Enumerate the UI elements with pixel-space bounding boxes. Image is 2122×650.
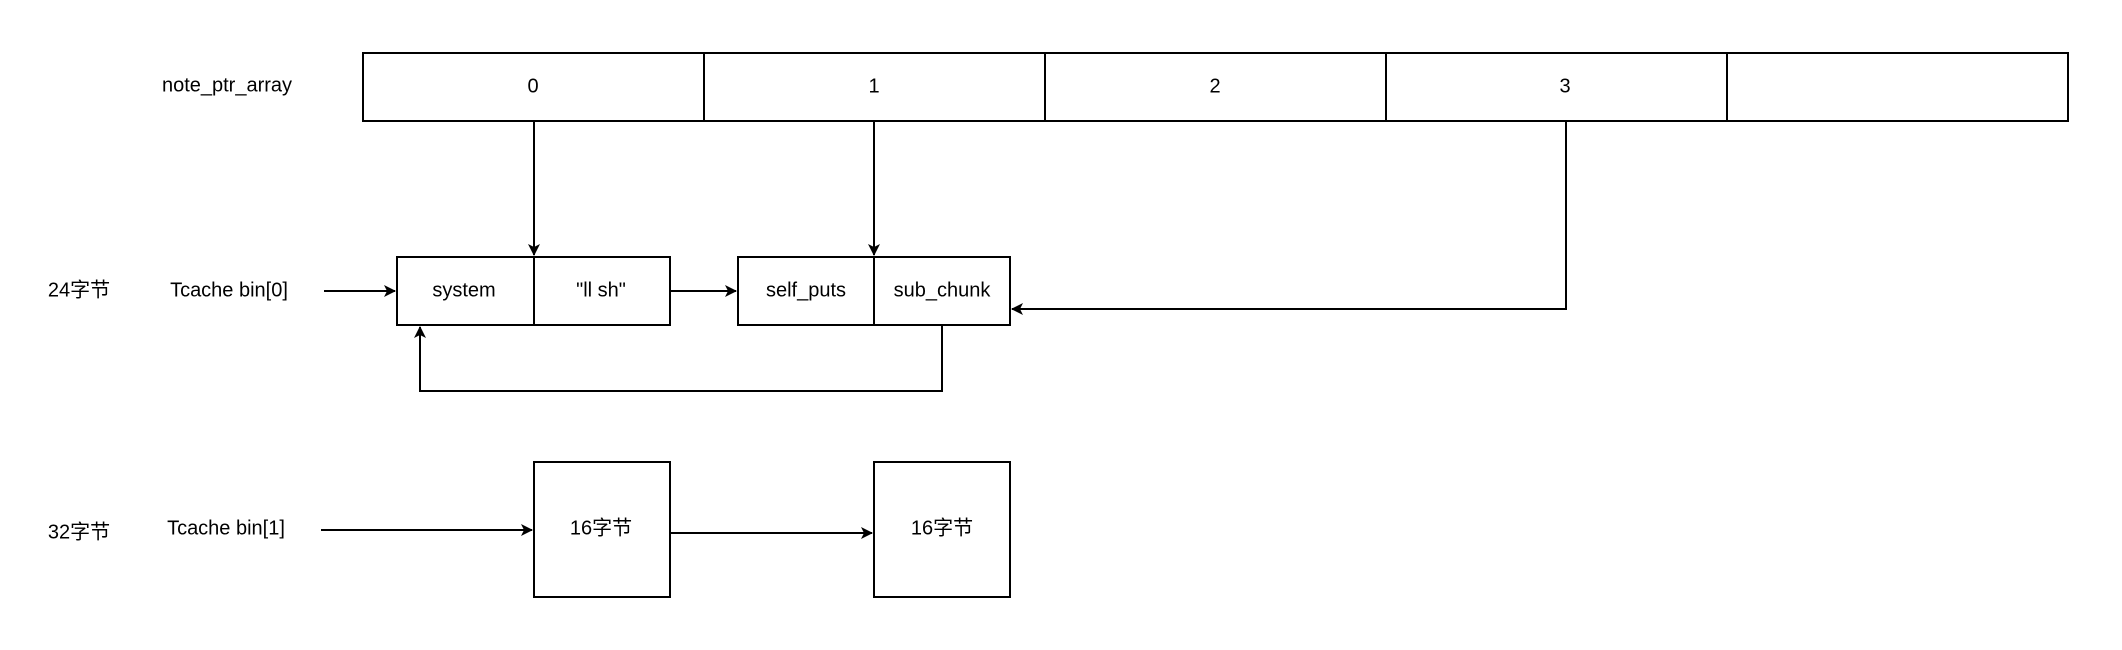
note-ptr-array: 0 1 2 3 (362, 52, 2069, 122)
row-0-bin-label: Tcache bin[0] (170, 279, 288, 301)
array-cell-2 (1044, 52, 1387, 122)
chunk-a-right-label: "ll sh" (576, 279, 626, 301)
array-cell-3 (1385, 52, 1728, 122)
arrow-sub-chunk-back-to-system (414, 325, 943, 392)
row-1-size-label: 32字节 (48, 520, 110, 543)
row-1-bin-label: Tcache bin[1] (167, 517, 285, 539)
array-cell-0-label: 0 (527, 75, 538, 97)
array-label: note_ptr_array (162, 74, 292, 96)
chunk-c-label: 16字节 (570, 516, 632, 539)
chunk-b-right-label: sub_chunk (894, 279, 992, 301)
array-cell-1 (703, 52, 1046, 122)
arrow-cell3-to-sub-chunk (1011, 121, 1567, 315)
chunk-d (873, 461, 1011, 598)
chunk-c (533, 461, 671, 598)
chunk-d-label: 16字节 (911, 516, 973, 539)
array-cell-4 (1726, 52, 2069, 122)
row-0-size-label: 24字节 (48, 278, 110, 301)
chunk-a-left-label: system (432, 279, 495, 301)
chunk-a-right-cell (533, 256, 671, 326)
chunk-a: system "ll sh" (396, 256, 671, 326)
arrows (321, 121, 1567, 539)
array-cell-2-label: 2 (1209, 75, 1220, 97)
array-cell-1-label: 1 (868, 75, 879, 97)
chunk-b: self_puts sub_chunk (737, 256, 1011, 326)
array-cell-0 (362, 52, 705, 122)
chunk-b-left-label: self_puts (766, 279, 846, 301)
array-cell-3-label: 3 (1559, 75, 1570, 97)
chunk-b-left-cell (737, 256, 875, 326)
